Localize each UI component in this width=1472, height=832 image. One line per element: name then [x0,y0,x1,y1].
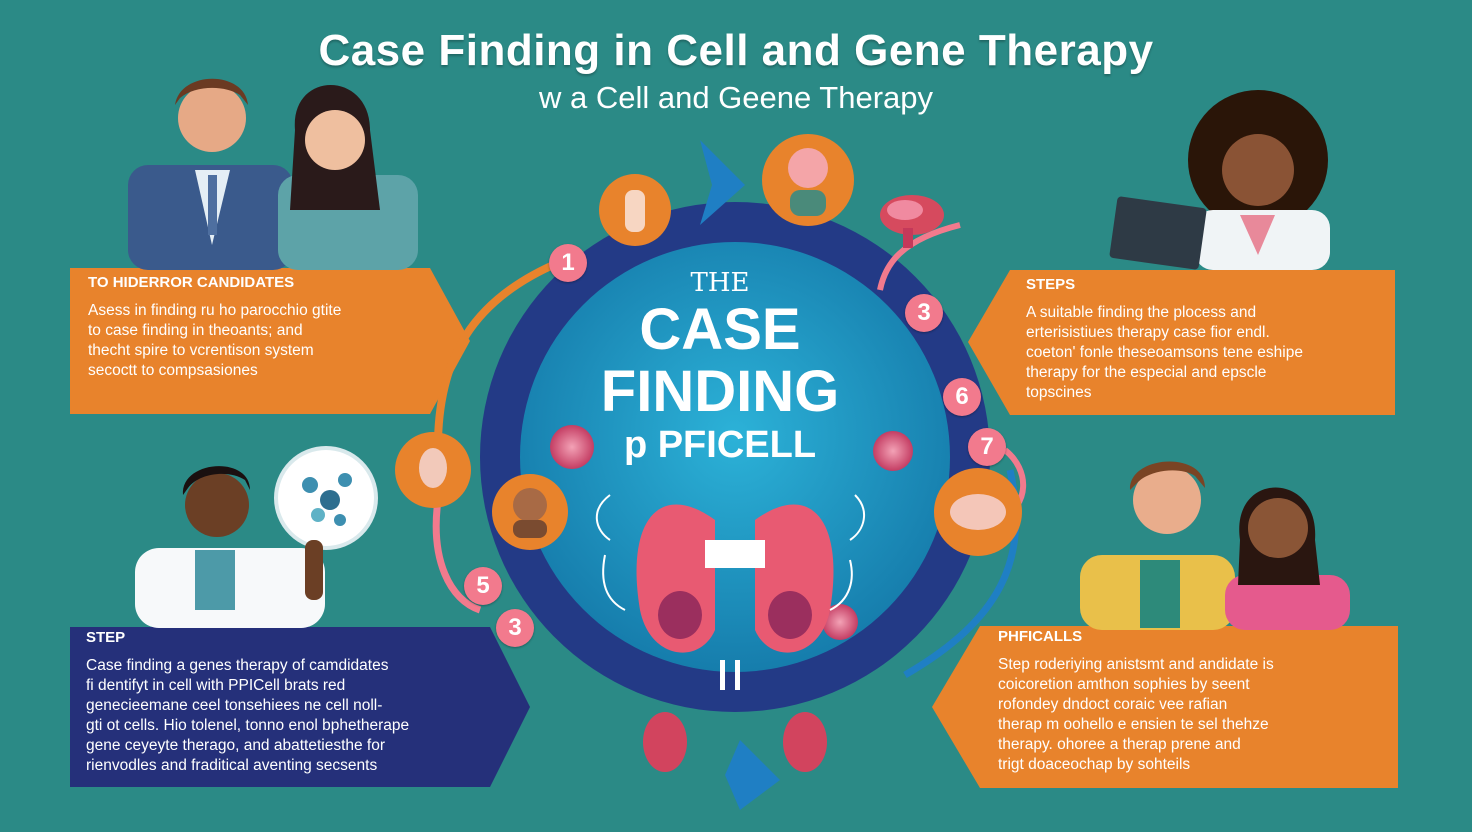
organ-icon-left [395,432,471,508]
face-icon-top-right [762,134,854,226]
doctor-woman-laptop-icon [1109,90,1330,270]
step-badge-5: 5 [464,567,502,605]
step-badge-4: 7 [968,428,1006,466]
panel-text-line: Step roderiying anistsmt and andidate is [998,656,1274,673]
arrow-pink-right [877,222,961,291]
arrow-top [700,140,745,225]
panel-text-line: therapy. ohoree a therap prene and [998,736,1241,753]
cycle-inner [520,242,950,672]
panel-text-line: A suitable finding the plocess and [1026,304,1257,321]
panel-text-line: gene ceyeyte therago, and abattetiesthe … [86,737,386,754]
panel-text-line: coeton' fonle theseoamsons tene eshipe [1026,344,1303,361]
doctor-man-cells-icon [135,446,378,628]
lungs-icon [636,504,834,690]
panel-top-right: STEPS A suitable finding the plocess and… [1010,270,1395,415]
panel-title: STEP [86,629,126,646]
center-title-line-4: р PFICELL [623,424,817,466]
panel-text-line: coicoretion amthon sophies by seent [998,676,1250,693]
heart-icon [643,712,827,772]
step-badge-2: 3 [905,294,943,332]
panel-text-line: therap m oohello e ensien te sel thehze [998,716,1269,733]
step-badge-1: 1 [549,244,587,282]
panel-bottom-right: PHFICALLS Step roderiying anistsmt and a… [980,626,1398,788]
cell-icon [550,425,594,469]
panel-text-line: to case finding in theoants; and [88,322,303,339]
cycle-arrow-icon [829,559,853,611]
center-title-line-3: FINDING [600,359,840,424]
panel-text-line: therapy for the especial and epscle [1026,364,1267,381]
panel-text-line: erterisistiues therapy case fior endl. [1026,324,1270,341]
step-badge-6: 3 [496,609,534,647]
hands-icon-right [934,468,1022,556]
couple-icon [1080,461,1350,630]
cell-icon [873,431,913,471]
panel-top-left-bg [70,268,470,414]
brain-icon [880,195,944,248]
page-subtitle: w a Cell and Geene Therapy [538,80,934,115]
center-title-line-1: THE [690,268,750,298]
page-title: Case Finding in Cell and Gene Therapy [318,26,1154,75]
panel-bottom-right-bg [932,626,1398,788]
step-badge-3: 6 [943,378,981,416]
arrow-bottom [725,740,780,810]
pink-arc-left [432,499,482,614]
panel-bottom-left: STEP Case finding a genes therapy of cam… [70,627,460,787]
panel-text-line: Asess in finding ru ho parocchio gtite [88,302,342,319]
panel-text-line: trigt doaceochap by sohteils [998,756,1191,773]
panel-text-line: topscines [1026,384,1092,401]
panel-text-line: genecieemane ceel tonsehiees ne cell nol… [86,697,383,714]
face-icon-left [492,474,568,550]
panel-bottom-left-bg [70,627,530,787]
cell-icon [822,604,858,640]
cycle-arrow-icon [595,494,611,541]
panel-text-line: thecht spire to vcrentison system [88,342,314,359]
organ-icon-top [599,174,671,246]
panel-text-line: gti ot cells. Hio tolenel, tonno enol bp… [86,717,410,734]
panel-title: PHFICALLS [998,628,1083,645]
panel-text-line: fi dentifyt in cell with PPICell brats r… [86,677,346,694]
panel-title: STEPS [1026,276,1076,293]
orange-arc-left [434,258,562,441]
cycle-arrow-icon [602,554,626,611]
panel-text-line: rienvodles and fraditical aventing secse… [86,757,378,774]
panel-text-line: rofondey dndoct coraic vee rafian [998,696,1228,713]
panel-top-right-bg [968,270,1395,415]
center-title-line-2: CASE [639,297,801,362]
cycle-arrow-icon [849,494,865,541]
panel-text-line: Case finding a genes therapy of camdidat… [86,657,389,674]
doctor-pair-icon [128,78,418,270]
panel-text-line: secoctt to compsasiones [88,362,258,379]
panel-title: TO HIDERROR CANDIDATES [88,274,295,291]
panel-top-left: TO HIDERROR CANDIDATES Asess in finding … [70,268,400,414]
